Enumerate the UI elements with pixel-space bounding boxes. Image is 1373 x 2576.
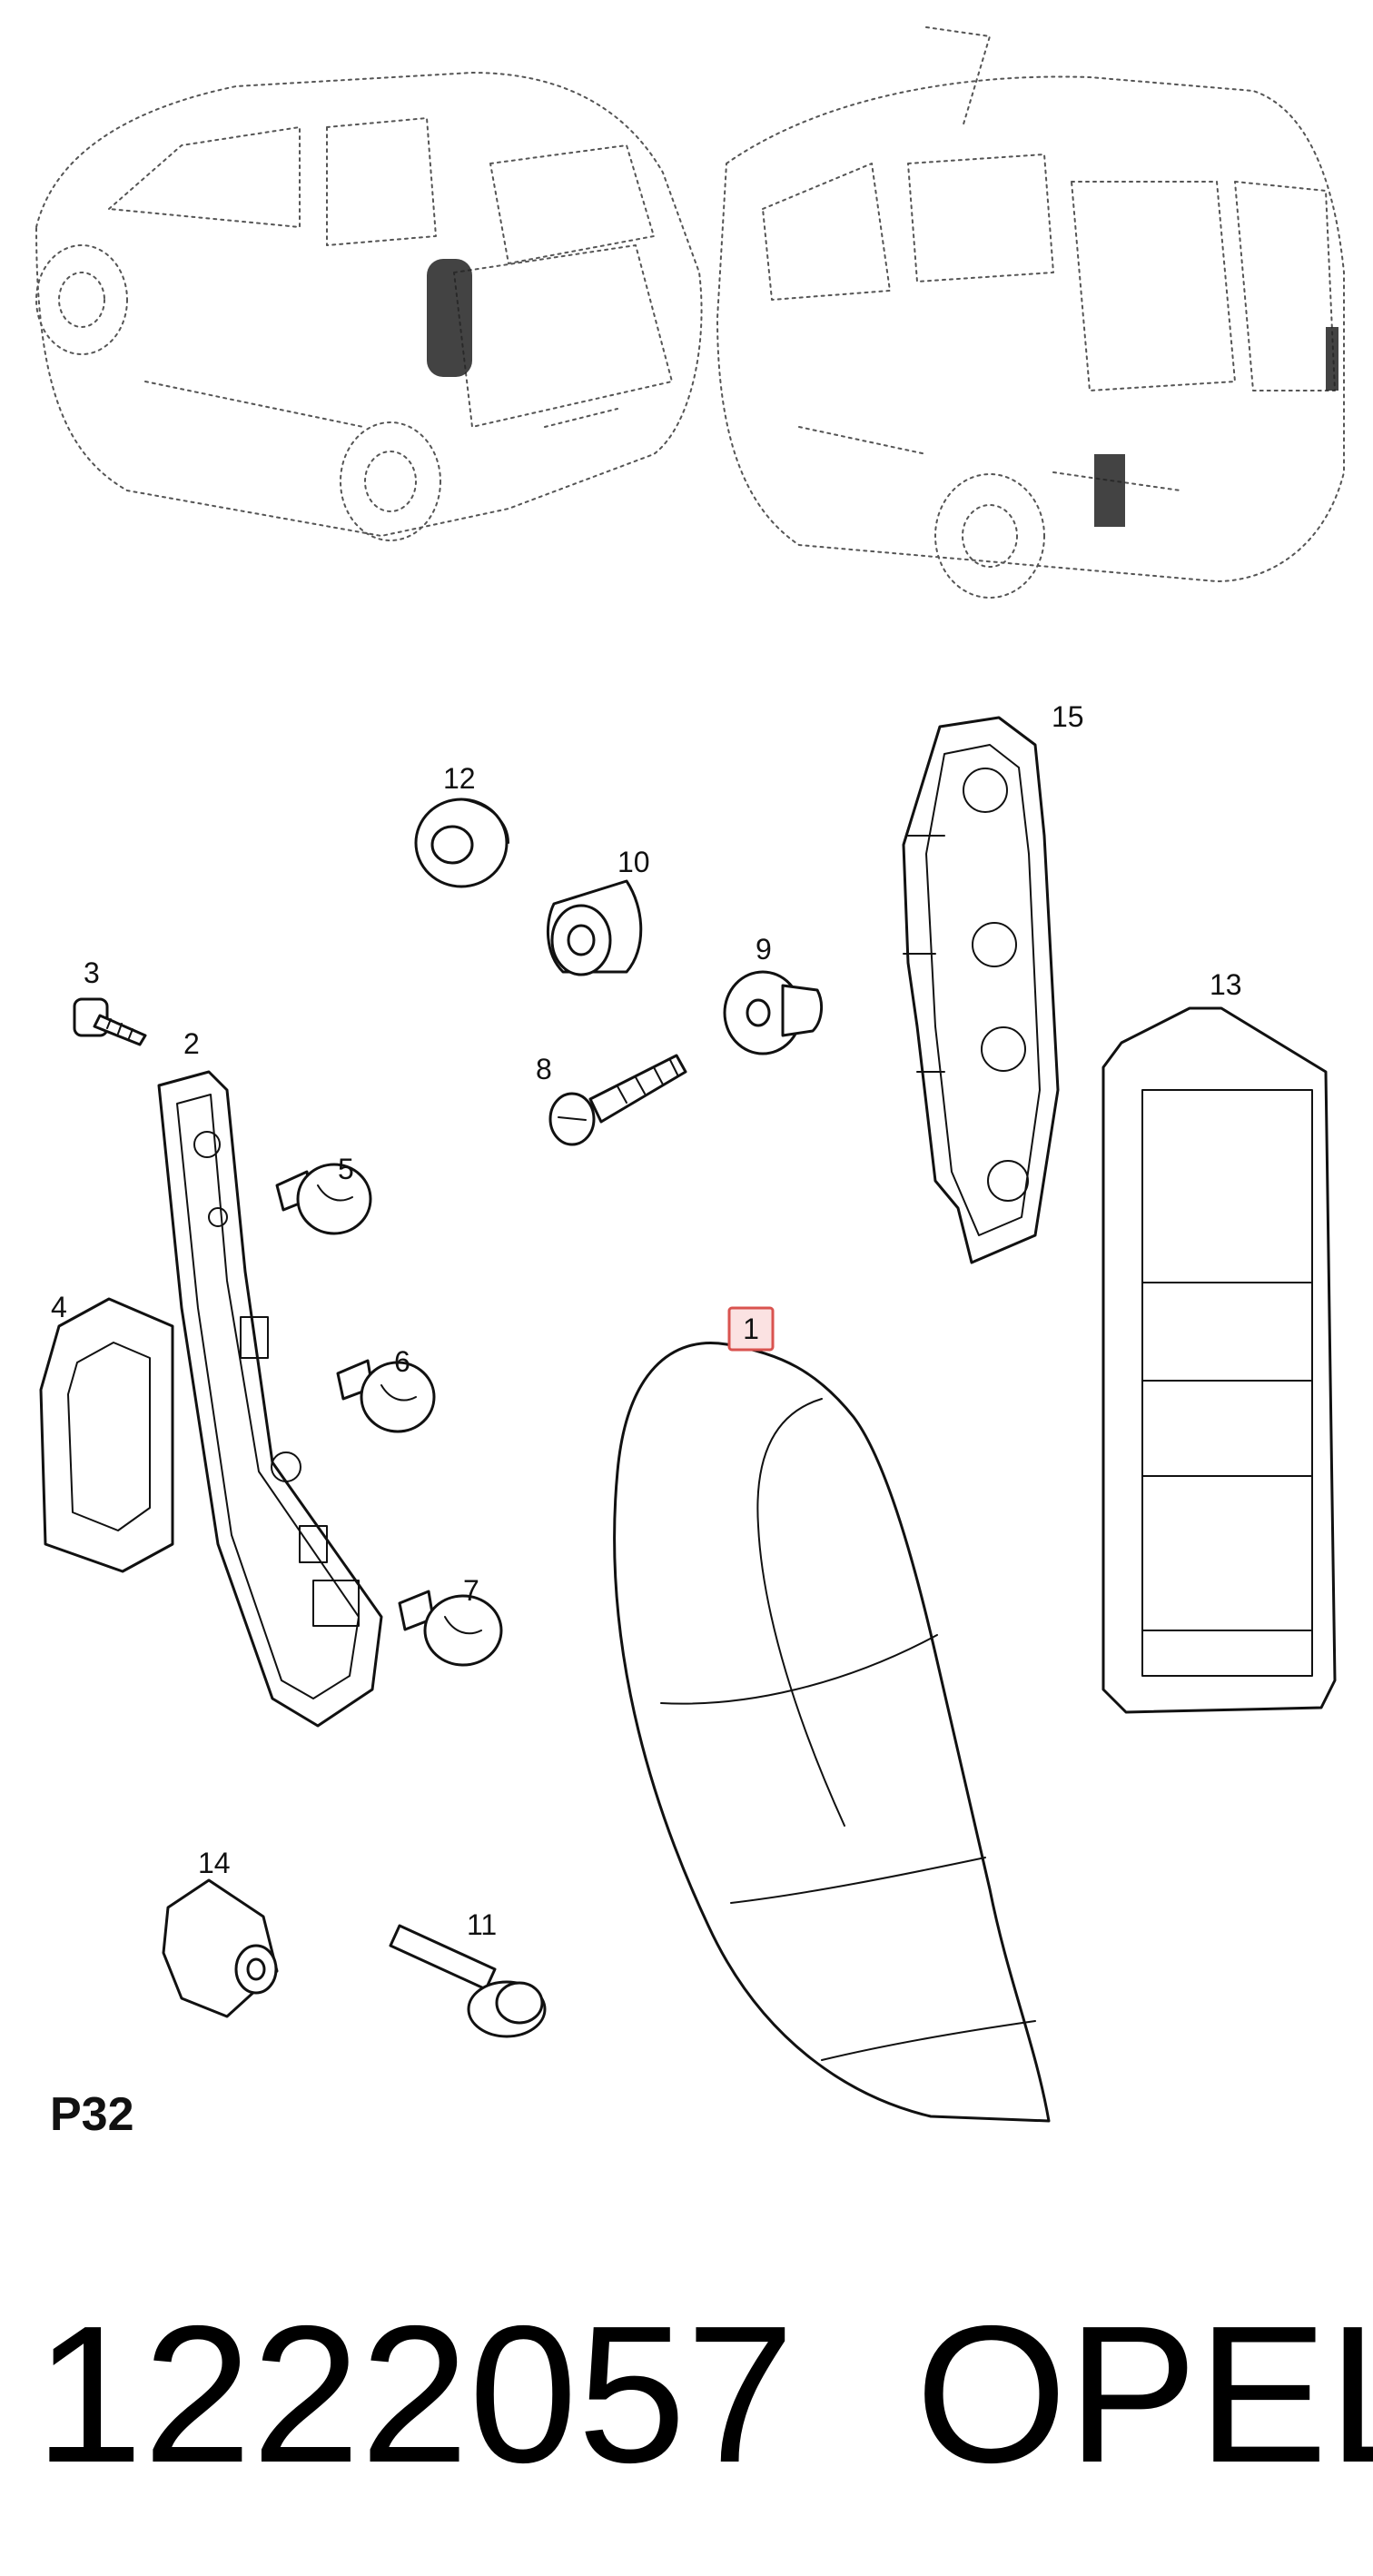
callout-6: 6 <box>394 1345 410 1378</box>
callout-1-badge[interactable]: 1 <box>727 1306 775 1352</box>
callout-1[interactable]: 1 <box>743 1313 759 1345</box>
part-11-stud: 11 <box>389 1908 547 2038</box>
callout-7: 7 <box>463 1574 479 1607</box>
callout-5: 5 <box>338 1153 354 1185</box>
callout-14: 14 <box>198 1847 231 1879</box>
callout-15: 15 <box>1052 700 1084 733</box>
car-right-illustration <box>716 26 1345 599</box>
callout-13: 13 <box>1210 968 1242 1001</box>
left-taillight-location-marker <box>427 259 472 377</box>
callout-9: 9 <box>756 933 772 966</box>
part-13-lamp-lens: 13 <box>1101 968 1337 1714</box>
part-10-plug: 10 <box>546 846 650 976</box>
callout-3: 3 <box>84 956 100 989</box>
callout-10: 10 <box>617 846 650 878</box>
part-14-mount: 14 <box>162 1847 279 2018</box>
part-4-gasket: 4 <box>39 1291 174 1573</box>
part-15-bulb-holder: 15 <box>902 700 1084 1264</box>
callout-11: 11 <box>467 1908 497 1941</box>
part-9-clip: 9 <box>723 933 824 1055</box>
part-3-bolt: 3 <box>73 956 147 1046</box>
part-8-screw: 8 <box>536 1053 687 1146</box>
car-left-illustration <box>35 72 703 541</box>
callout-4: 4 <box>51 1291 67 1323</box>
callout-2: 2 <box>183 1027 200 1060</box>
brand-label: OPEL <box>915 2284 1373 2503</box>
part-number: 1222057 <box>35 2284 795 2503</box>
part-2-bulb-carrier: 2 <box>157 1027 383 1728</box>
part-1-tail-lamp <box>613 1342 1051 2123</box>
right-taillight-location-marker <box>1094 454 1125 527</box>
part-7-bulb: 7 <box>398 1574 503 1667</box>
part-12-grommet: 12 <box>414 762 509 888</box>
part-6-bulb: 6 <box>336 1345 436 1433</box>
callout-12: 12 <box>443 762 476 795</box>
callout-8: 8 <box>536 1053 552 1085</box>
part-5-bulb: 5 <box>275 1153 372 1235</box>
sheet-code: P32 <box>50 2088 134 2141</box>
